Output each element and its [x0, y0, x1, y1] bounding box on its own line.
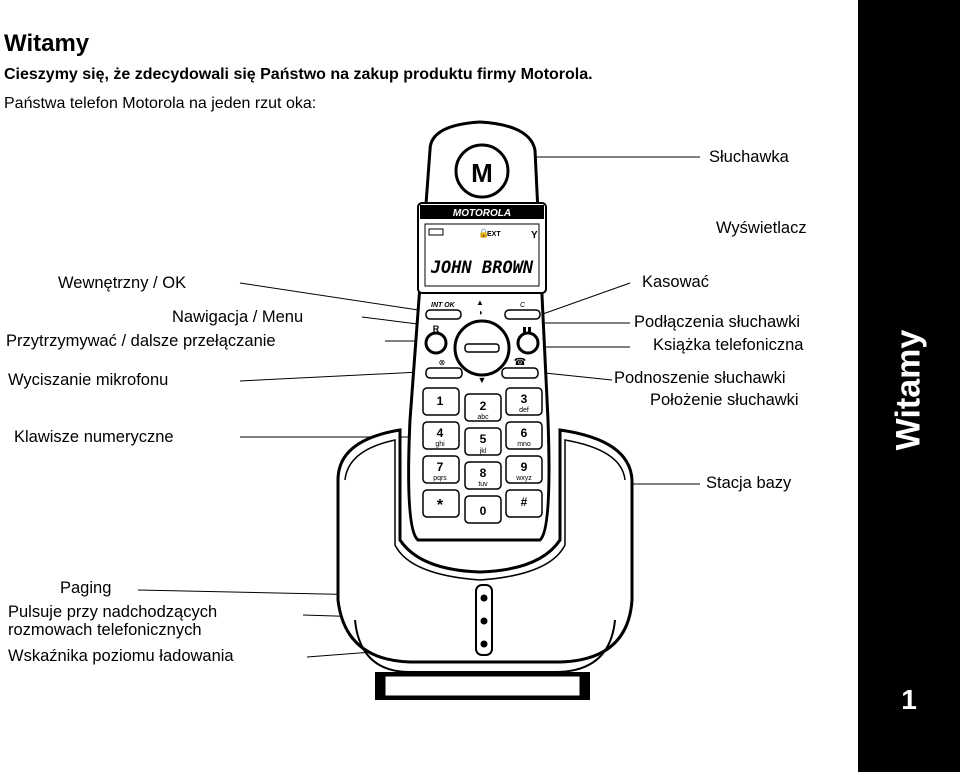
key-0[interactable]: 0: [464, 495, 502, 524]
base-station: [336, 428, 634, 700]
label-handset: Słuchawka: [709, 148, 789, 166]
key-6[interactable]: 6 mno: [505, 421, 543, 450]
key-2[interactable]: 2 abc: [464, 393, 502, 422]
label-hangup: Położenie słuchawki: [650, 391, 799, 409]
clear-key-label: C: [520, 302, 526, 309]
label-pickup: Podnoszenie słuchawki: [614, 369, 786, 387]
int-ok-key[interactable]: [425, 309, 462, 320]
handset: M MOTOROLA EXT 🔒 Y JOHN BROWN INT OK C ▲…: [407, 120, 551, 542]
label-base-station: Stacja bazy: [706, 474, 792, 492]
label-phonebook: Książka telefoniczna: [653, 336, 804, 354]
svg-text:🔒: 🔒: [478, 228, 489, 238]
intro-text: Państwa telefon Motorola na jeden rzut o…: [4, 95, 317, 112]
svg-text:7: 7: [437, 460, 444, 474]
svg-text:jkl: jkl: [479, 448, 487, 455]
svg-text:wxyz: wxyz: [515, 475, 532, 482]
key-star[interactable]: *: [422, 489, 460, 518]
svg-text:Y: Y: [531, 230, 538, 241]
clear-key[interactable]: [504, 309, 541, 320]
hold-key[interactable]: [424, 331, 448, 355]
key-9[interactable]: 9 wxyz: [505, 455, 543, 484]
key-1[interactable]: 1: [422, 387, 460, 416]
int-ok-key-label: INT OK: [431, 302, 456, 309]
intro-bold-text: Cieszymy się, że zdecydowali się Państwo…: [4, 66, 593, 83]
key-hash[interactable]: #: [505, 489, 543, 518]
svg-text:⊗: ⊗: [439, 358, 446, 367]
talk-key[interactable]: [501, 367, 539, 379]
svg-text:*: *: [437, 497, 444, 514]
key-4[interactable]: 4 ghi: [422, 421, 460, 450]
side-tab-title: Witamy: [889, 329, 928, 451]
side-tab: Witamy 1: [858, 0, 960, 772]
label-nav-menu: Nawigacja / Menu: [172, 308, 304, 326]
svg-text:mno: mno: [517, 441, 531, 448]
keypad: 1 2 abc 3 def 4 ghi 5 jkl: [422, 387, 543, 524]
label-intercom-ok: Wewnętrzny / OK: [58, 274, 187, 292]
svg-text:#: #: [521, 495, 528, 509]
key-7[interactable]: 7 pqrs: [422, 455, 460, 484]
svg-text:tuv: tuv: [478, 481, 488, 488]
page-number: 1: [901, 684, 917, 715]
svg-text:▲: ▲: [476, 298, 484, 307]
svg-text:3: 3: [521, 392, 528, 406]
svg-text:0: 0: [480, 504, 487, 518]
svg-text:4: 4: [437, 426, 444, 440]
label-incoming-line2: rozmowach telefonicznych: [8, 621, 202, 639]
svg-text:M: M: [471, 158, 493, 188]
key-8[interactable]: 8 tuv: [464, 461, 502, 490]
svg-text:ghi: ghi: [435, 441, 445, 448]
label-incoming-line1: Pulsuje przy nadchodzących: [8, 603, 218, 621]
svg-text:pqrs: pqrs: [433, 475, 447, 482]
label-paging: Paging: [60, 579, 112, 597]
label-keypad: Klawisze numeryczne: [14, 428, 174, 446]
label-display: Wyświetlacz: [716, 219, 807, 237]
mute-key[interactable]: [425, 367, 463, 379]
svg-text:def: def: [519, 407, 529, 414]
phone-illustration: M MOTOROLA EXT 🔒 Y JOHN BROWN INT OK C ▲…: [137, 120, 700, 700]
svg-text:☎: ☎: [514, 357, 526, 368]
label-handset-connections: Podłączenia słuchawki: [634, 313, 801, 331]
svg-text:R: R: [433, 324, 440, 334]
svg-text:◑: ◑: [478, 308, 483, 317]
label-charge-indicator: Wskaźnika poziomu ładowania: [8, 647, 234, 665]
svg-text:▼: ▼: [478, 375, 487, 385]
svg-text:5: 5: [480, 432, 487, 446]
svg-text:8: 8: [480, 466, 487, 480]
svg-text:9: 9: [521, 460, 528, 474]
page-title: Witamy: [4, 30, 90, 57]
svg-text:abc: abc: [477, 414, 489, 421]
phonebook-key[interactable]: [516, 331, 540, 355]
svg-text:2: 2: [480, 399, 487, 413]
label-mute: Wyciszanie mikrofonu: [8, 371, 169, 389]
label-hold-transfer: Przytrzymywać / dalsze przełączanie: [6, 332, 276, 350]
svg-text:6: 6: [521, 426, 528, 440]
label-clear: Kasować: [642, 273, 709, 291]
display-ext-label: EXT: [487, 231, 501, 238]
key-3[interactable]: 3 def: [505, 387, 543, 416]
svg-text:1: 1: [437, 394, 444, 408]
key-5[interactable]: 5 jkl: [464, 427, 502, 456]
display-name: JOHN BROWN: [430, 258, 534, 278]
brand-label: MOTOROLA: [453, 208, 511, 219]
